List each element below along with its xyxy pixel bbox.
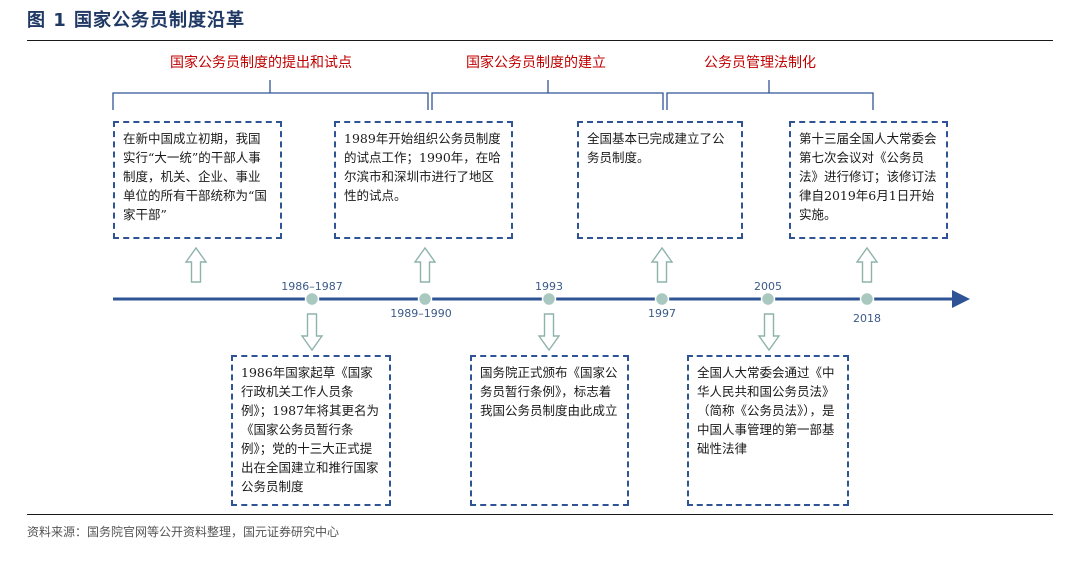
down-arrow-1 (300, 313, 324, 352)
timeline-arrowhead (952, 290, 970, 308)
timeline-node-1986 (304, 291, 320, 307)
event-box-2005: 全国人大常委会通过《中华人民共和国公务员法》（简称《公务员法》），是中国人事管理… (687, 355, 849, 506)
event-box-pilot-1989: 1989年开始组织公务员制度的试点工作；1990年，在哈尔滨市和深圳市进行了地区… (334, 121, 513, 239)
event-box-1997: 全国基本已完成建立了公务员制度。 (577, 121, 743, 239)
phase-brace-1 (112, 80, 429, 110)
up-arrow-1 (184, 246, 208, 283)
year-label-1989-1990: 1989–1990 (390, 307, 452, 320)
phase-brace-3 (666, 80, 874, 110)
phase-label-legalization: 公务员管理法制化 (704, 55, 816, 71)
phase-label-establishment: 国家公务员制度的建立 (466, 55, 606, 71)
top-rule (27, 40, 1053, 41)
timeline-node-2005 (760, 291, 776, 307)
event-box-early-prc: 在新中国成立初期，我国实行“大一统”的干部人事制度，机关、企业、事业单位的所有干… (113, 121, 282, 239)
timeline-node-1989 (417, 291, 433, 307)
down-arrow-2 (537, 313, 561, 352)
bottom-rule (27, 514, 1053, 515)
year-label-2018: 2018 (853, 312, 881, 325)
source-note: 资料来源：国务院官网等公开资料整理，国元证券研究中心 (27, 525, 340, 539)
year-label-2005: 2005 (754, 280, 782, 293)
up-arrow-4 (855, 246, 879, 283)
down-arrow-3 (757, 313, 781, 352)
up-arrow-2 (413, 246, 437, 283)
phase-brace-2 (431, 80, 664, 110)
event-box-1993: 国务院正式颁布《国家公务员暂行条例》，标志着我国公务员制度由此成立 (470, 355, 629, 506)
figure-title: 图 1 国家公务员制度沿革 (27, 10, 246, 31)
up-arrow-3 (650, 246, 674, 283)
year-label-1986-1987: 1986–1987 (281, 280, 343, 293)
phase-label-proposal: 国家公务员制度的提出和试点 (170, 55, 352, 71)
timeline-node-1993 (541, 291, 557, 307)
event-box-2018: 第十三届全国人大常委会第七次会议对《公务员法》进行修订；该修订法律自2019年6… (789, 121, 948, 239)
year-label-1993: 1993 (535, 280, 563, 293)
timeline-node-1997 (654, 291, 670, 307)
timeline-node-2018 (859, 291, 875, 307)
year-label-1997: 1997 (648, 307, 676, 320)
event-box-1986: 1986年国家起草《国家行政机关工作人员条例》；1987年将其更名为《国家公务员… (231, 355, 391, 506)
